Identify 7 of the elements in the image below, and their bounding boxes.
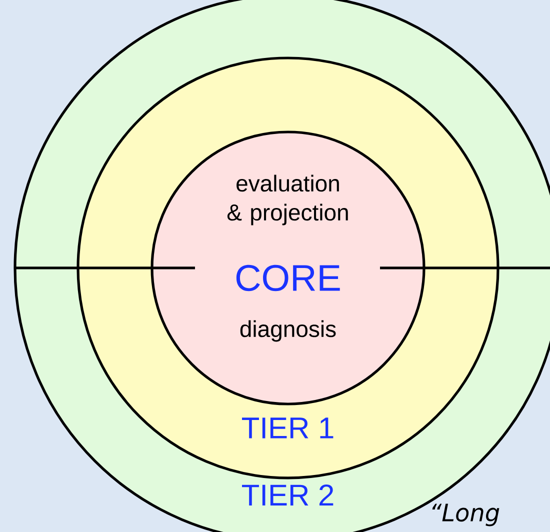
core-circle <box>150 130 426 406</box>
ring-text: diagnosis <box>240 320 336 342</box>
tier-label: TIER 2 <box>242 484 334 506</box>
ring-text: evaluation & projection <box>227 174 348 226</box>
tier-label: TIER 1 <box>242 418 334 438</box>
core-label: CORE <box>236 264 340 292</box>
quote-text: “Long <box>432 504 500 526</box>
